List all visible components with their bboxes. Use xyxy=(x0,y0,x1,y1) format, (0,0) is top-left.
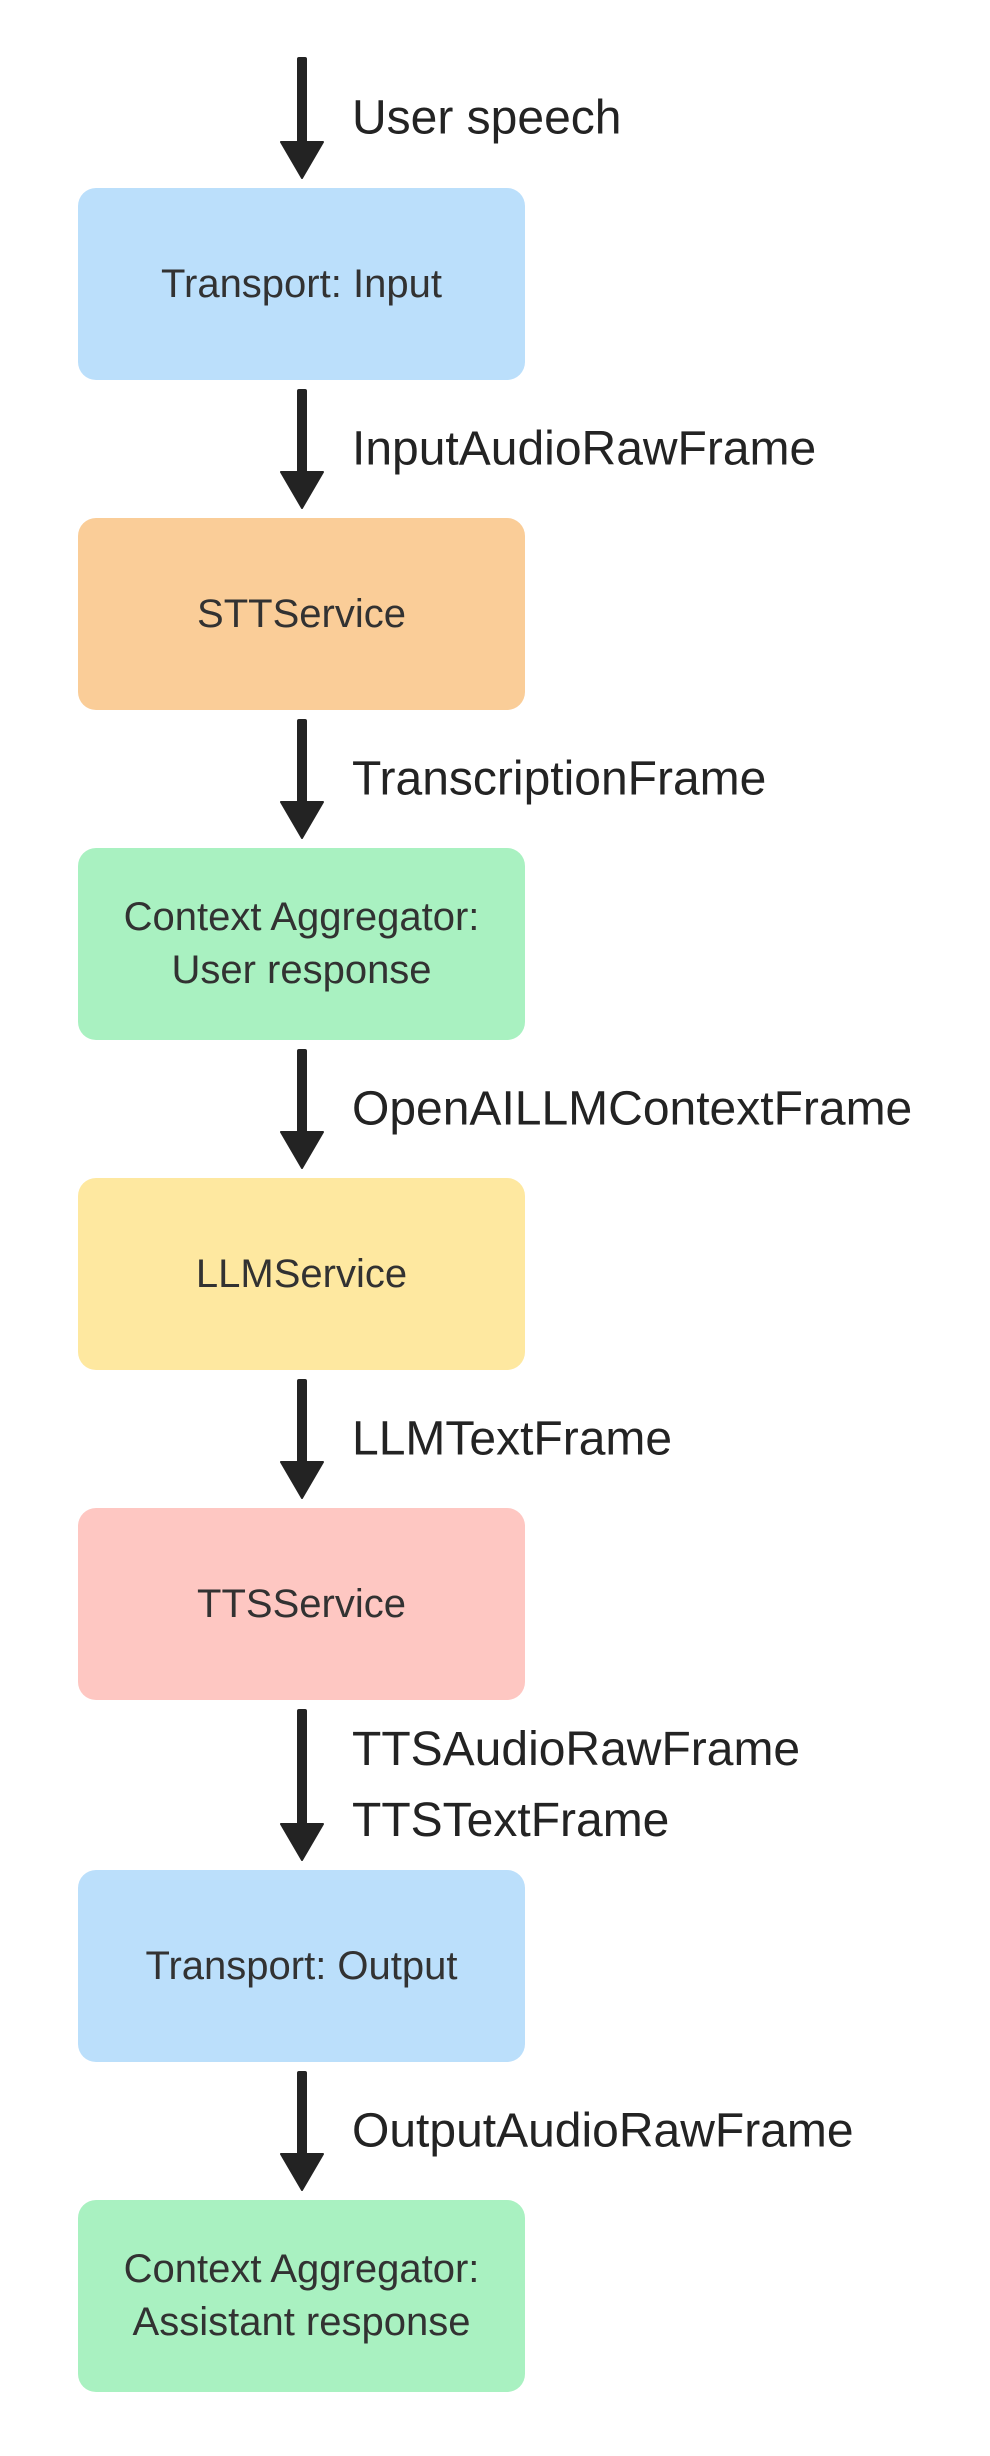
node-label-line: Context Aggregator: xyxy=(123,895,480,939)
arrow-head xyxy=(280,471,324,509)
down-arrow-icon xyxy=(280,1049,324,1169)
node-label-line: TTSService xyxy=(197,1581,406,1626)
arrow-shaft xyxy=(297,1379,307,1467)
arrow-shaft xyxy=(297,2071,307,2159)
arrow-head xyxy=(280,141,324,179)
down-arrow-icon xyxy=(280,1709,324,1861)
edge-label-line: InputAudioRawFrame xyxy=(352,422,817,476)
node-label-line: STTService xyxy=(197,591,406,636)
edge-label-openai-llm-context-frame: OpenAILLMContextFrame xyxy=(352,1074,912,1145)
arrow-head xyxy=(280,1461,324,1499)
edge-label-line: LLMTextFrame xyxy=(352,1412,673,1466)
arrow-shaft xyxy=(297,57,307,147)
edge-label-transcription-frame: TranscriptionFrame xyxy=(352,744,766,815)
arrow-shaft xyxy=(297,719,307,807)
edge-label-line: OpenAILLMContextFrame xyxy=(352,1082,913,1136)
node-label-line: Transport: Input xyxy=(161,261,442,306)
edge-label-tts-frames: TTSAudioRawFrame TTSTextFrame xyxy=(352,1714,800,1856)
node-label-line: LLMService xyxy=(195,1251,408,1296)
arrow-head xyxy=(280,801,324,839)
node-context-aggregator-user: Context Aggregator: User response xyxy=(78,848,525,1040)
arrow-head xyxy=(280,1823,324,1861)
arrow-head xyxy=(280,2153,324,2191)
down-arrow-icon xyxy=(280,389,324,509)
arrow-shaft xyxy=(297,389,307,477)
down-arrow-icon xyxy=(280,1379,324,1499)
down-arrow-icon xyxy=(280,719,324,839)
node-label-line: Assistant response xyxy=(132,2300,471,2344)
edge-label-line: User speech xyxy=(352,91,622,145)
edge-label-line: TTSTextFrame xyxy=(352,1794,670,1847)
edge-label-output-audio-raw-frame: OutputAudioRawFrame xyxy=(352,2096,854,2167)
edge-label-input-audio-raw-frame: InputAudioRawFrame xyxy=(352,414,816,485)
edge-label-line: OutputAudioRawFrame xyxy=(352,2104,854,2158)
node-label-line: Transport: Output xyxy=(145,1943,458,1988)
node-label-line: Context Aggregator: xyxy=(123,2247,480,2291)
node-label-line: User response xyxy=(171,948,432,992)
down-arrow-icon xyxy=(280,2071,324,2191)
arrow-head xyxy=(280,1131,324,1169)
node-llm-service: LLMService xyxy=(78,1178,525,1370)
edge-label-line: TTSAudioRawFrame xyxy=(352,1723,801,1776)
node-transport-input: Transport: Input xyxy=(78,188,525,380)
arrow-shaft xyxy=(297,1709,307,1829)
node-stt-service: STTService xyxy=(78,518,525,710)
node-transport-output: Transport: Output xyxy=(78,1870,525,2062)
arrow-shaft xyxy=(297,1049,307,1137)
node-context-aggregator-assistant: Context Aggregator: Assistant response xyxy=(78,2200,525,2392)
edge-label-line: TranscriptionFrame xyxy=(352,752,767,806)
edge-label-llm-text-frame: LLMTextFrame xyxy=(352,1404,672,1475)
down-arrow-icon xyxy=(280,57,324,179)
edge-label-user-speech: User speech xyxy=(352,83,621,154)
node-tts-service: TTSService xyxy=(78,1508,525,1700)
